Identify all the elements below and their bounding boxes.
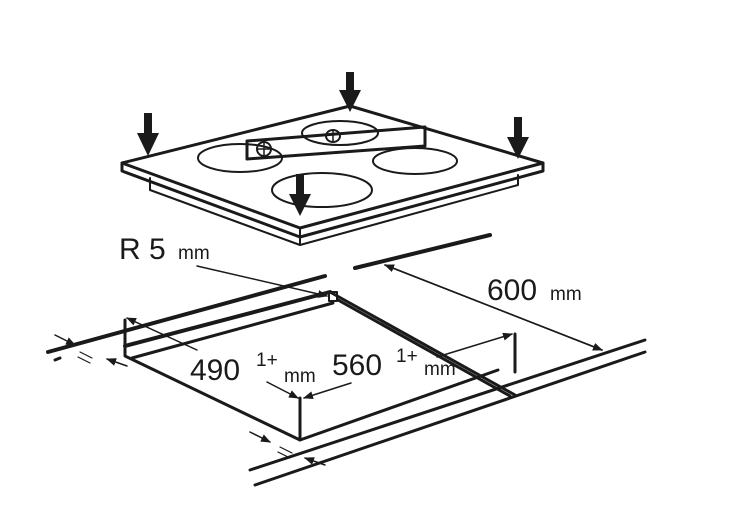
dimension-lines [54,264,603,466]
depth-total-value: 600 [487,274,537,307]
burner-right [372,147,458,175]
cutout-depth-value: 490 [190,354,240,387]
press-down-arrow-icon [339,72,361,112]
depth-total-unit: mm [550,284,582,305]
burner-rear [301,120,379,146]
cooktop [120,104,545,246]
burner-rear-left [197,143,283,173]
press-down-arrow-icon [507,117,529,159]
spirit-level [245,125,427,161]
cutout-width-value: 560 [332,349,382,382]
cutout-width-tolerance: 1+ [396,346,418,367]
cutout-depth-unit: mm [284,366,316,387]
press-down-arrow-icon [289,174,311,216]
radius-value: R 5 [119,233,166,266]
press-down-arrow-icon [137,113,159,156]
worktop-cutout [46,233,647,487]
cutout-depth-tolerance: 1+ [256,350,278,371]
level-bubble-icon [325,129,341,143]
level-bubble-icon [256,141,272,157]
cutout-width-unit: mm [424,359,456,380]
radius-unit: mm [178,243,210,264]
burner-front [271,172,373,208]
